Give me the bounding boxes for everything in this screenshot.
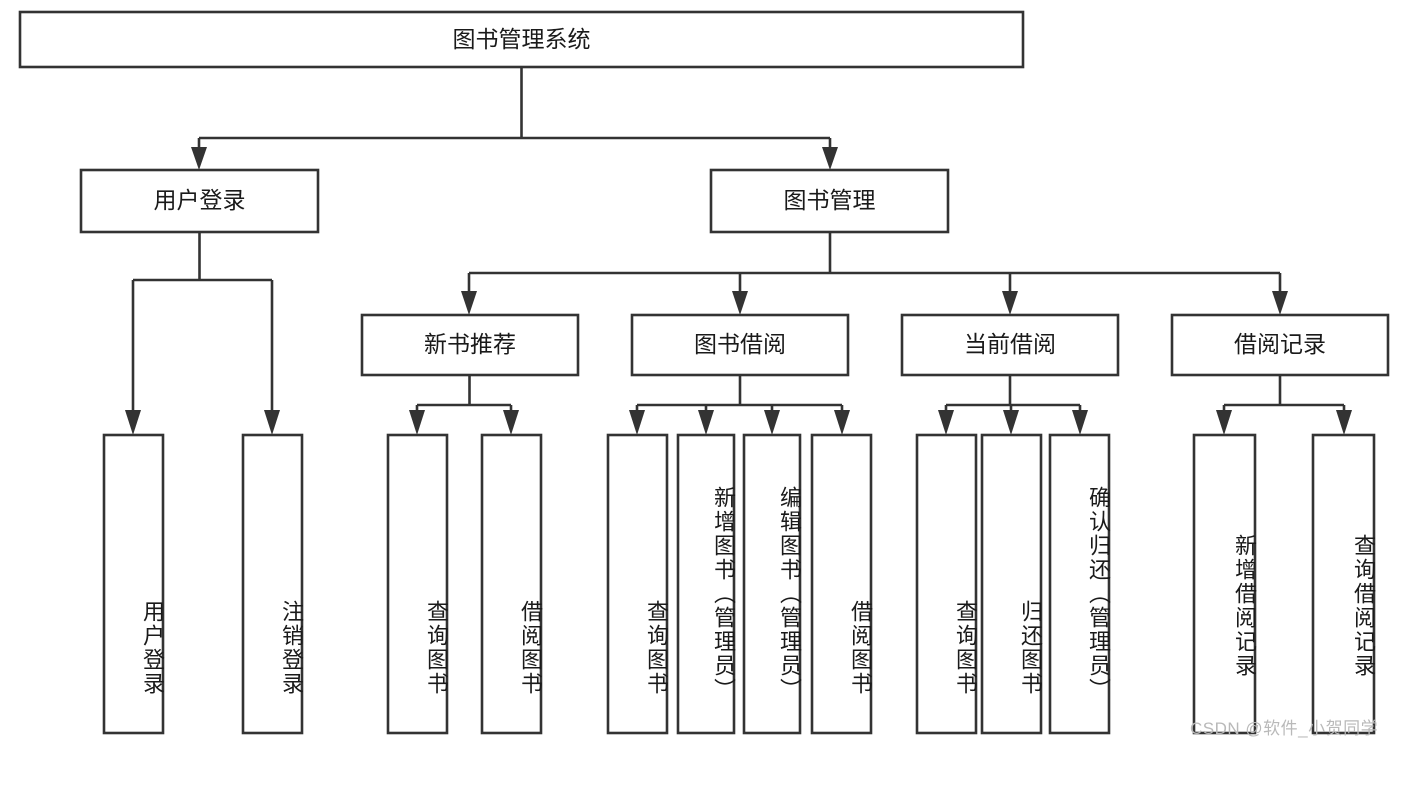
node-leaf-borrow-book-b[interactable] xyxy=(810,433,873,735)
node-leaf-query-book-a[interactable] xyxy=(386,433,449,735)
node-book-management[interactable] xyxy=(709,168,950,234)
node-leaf-add-book-admin[interactable] xyxy=(676,433,736,735)
node-leaf-add-borrow-record[interactable] xyxy=(1192,433,1257,735)
node-user-login[interactable] xyxy=(79,168,320,234)
node-book-borrow[interactable] xyxy=(630,313,850,377)
node-leaf-confirm-return-admin[interactable] xyxy=(1048,433,1111,735)
node-root-book-management-system[interactable] xyxy=(18,10,1025,69)
connector-group-current-borrow xyxy=(938,375,1088,435)
node-leaf-edit-book-admin[interactable] xyxy=(742,433,802,735)
node-borrow-record[interactable] xyxy=(1170,313,1390,377)
diagram-canvas: 图书管理系统 用户登录 图书管理 新书推荐 图书借阅 当前借阅 借阅记录 xyxy=(18,10,1390,738)
connector-group-user-login xyxy=(125,232,280,435)
node-leaf-query-book-b[interactable] xyxy=(606,433,669,735)
connector-group-new-book xyxy=(409,375,519,435)
node-borrow-record-label: 借阅记录 xyxy=(1234,331,1326,357)
node-book-management-label: 图书管理 xyxy=(784,187,876,213)
node-current-borrow[interactable] xyxy=(900,313,1120,377)
connector-group-root xyxy=(191,67,838,170)
diagram-svg: 图书管理系统 用户登录 图书管理 新书推荐 图书借阅 当前借阅 借阅记录 xyxy=(18,10,1390,735)
node-leaf-logout[interactable] xyxy=(241,433,304,735)
connector-group-book-borrow xyxy=(629,375,850,435)
watermark-text: CSDN @软件_小贺同学 xyxy=(1190,719,1379,738)
node-leaf-query-borrow-record[interactable] xyxy=(1311,433,1376,735)
node-root-label: 图书管理系统 xyxy=(453,26,591,52)
node-user-login-label: 用户登录 xyxy=(154,187,246,213)
node-book-borrow-label: 图书借阅 xyxy=(694,331,786,357)
connector-group-book-manage xyxy=(461,232,1288,315)
node-leaf-borrow-book-a[interactable] xyxy=(480,433,543,735)
node-leaf-user-login[interactable] xyxy=(102,433,165,735)
node-leaf-query-book-c[interactable] xyxy=(915,433,978,735)
node-new-book-recommend-label: 新书推荐 xyxy=(424,331,516,357)
node-new-book-recommend[interactable] xyxy=(360,313,580,377)
connector-group-borrow-record xyxy=(1216,375,1352,435)
node-current-borrow-label: 当前借阅 xyxy=(964,331,1056,357)
node-leaf-return-book[interactable] xyxy=(980,433,1043,735)
